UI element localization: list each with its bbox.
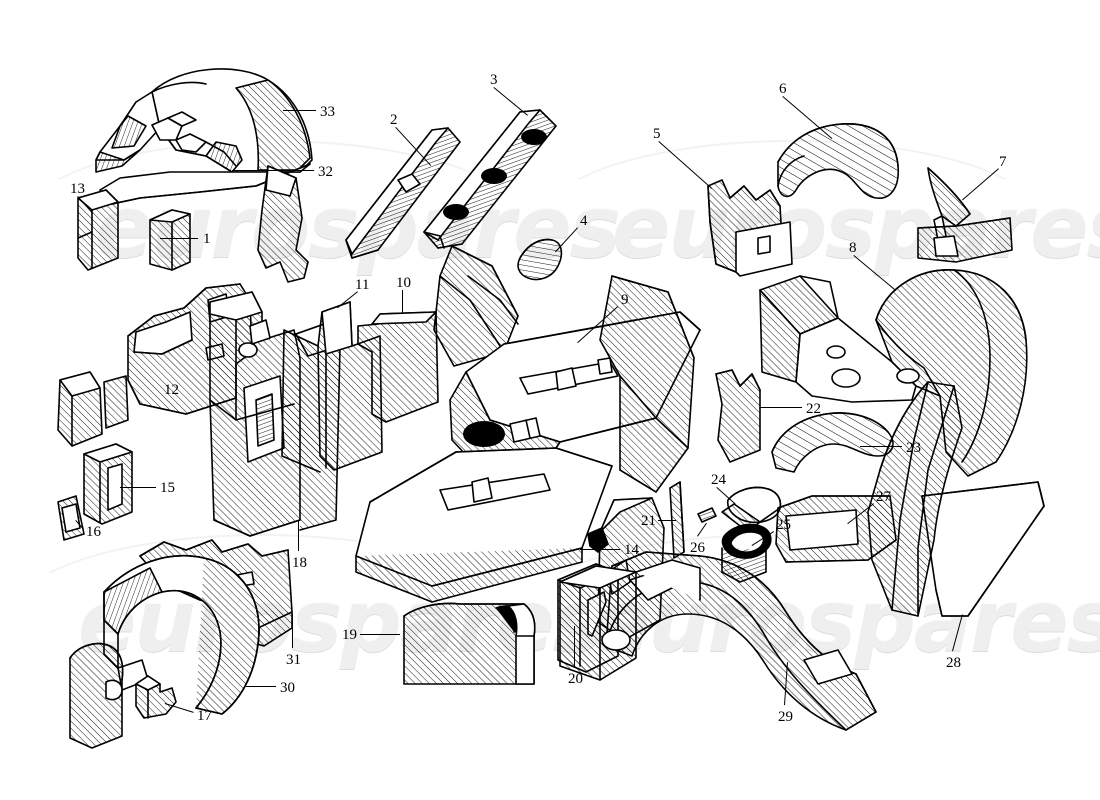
part-27-folded-panel — [775, 495, 897, 563]
callout-number-7: 7 — [999, 154, 1007, 170]
callout-leader-line — [580, 549, 620, 550]
callout-number-13: 13 — [70, 181, 85, 197]
callout-leader-line — [246, 686, 276, 687]
callout-leader-line — [120, 487, 156, 488]
part-10-mat — [357, 311, 439, 423]
callout-leader-line — [658, 520, 676, 521]
part-19-rolled-mat — [403, 602, 536, 685]
callout-number-18: 18 — [292, 555, 307, 571]
callout-number-6: 6 — [779, 81, 787, 97]
part-25-grommet — [721, 523, 772, 583]
callout-leader-line — [760, 407, 802, 408]
part-2-rail — [345, 127, 461, 259]
callout-number-14: 14 — [624, 542, 639, 558]
callout-number-5: 5 — [653, 126, 661, 142]
callout-number-24: 24 — [711, 472, 726, 488]
callout-leader-line — [292, 614, 293, 648]
part-33-wheelarch-liner — [95, 68, 313, 173]
callout-number-15: 15 — [160, 480, 175, 496]
callout-number-30: 30 — [280, 680, 295, 696]
callout-number-26: 26 — [690, 540, 705, 556]
part-7-blade — [917, 167, 1013, 263]
callout-number-19: 19 — [342, 627, 357, 643]
callout-leader-line — [360, 634, 400, 635]
part-13-cap-upper — [77, 189, 119, 271]
part-23-curved-pad — [771, 412, 894, 473]
callout-number-28: 28 — [946, 655, 961, 671]
part-17-clip — [135, 675, 177, 719]
part-30-arch-liner — [103, 554, 260, 715]
callout-number-20: 20 — [568, 671, 583, 687]
callout-leader-line — [402, 290, 403, 313]
part-21-blade — [669, 481, 685, 559]
part-5-panel-with-slot — [707, 179, 793, 277]
part-28-sill-trim — [867, 381, 1045, 617]
callout-number-22: 22 — [806, 401, 821, 417]
part-1-bracket — [149, 209, 191, 271]
part-15-pad — [83, 443, 133, 525]
part-22-panel — [715, 369, 761, 463]
callout-leader-line — [298, 520, 299, 551]
callout-number-9: 9 — [621, 292, 629, 308]
part-9-floor-pan — [355, 245, 701, 641]
callout-number-12: 12 — [164, 382, 179, 398]
callout-leader-line — [232, 170, 314, 171]
callout-number-31: 31 — [286, 652, 301, 668]
callout-number-32: 32 — [318, 164, 333, 180]
callout-number-8: 8 — [849, 240, 857, 256]
callout-number-10: 10 — [396, 275, 411, 291]
part-16-strip — [57, 495, 85, 541]
callout-number-17: 17 — [197, 708, 212, 724]
callout-leader-line — [283, 110, 316, 111]
callout-number-29: 29 — [778, 709, 793, 725]
part-4-tube — [517, 238, 563, 281]
callout-leader-line — [160, 238, 198, 239]
callout-number-23: 23 — [906, 440, 921, 456]
callout-number-21: 21 — [641, 513, 656, 529]
callout-number-1: 1 — [203, 231, 211, 247]
callout-number-11: 11 — [355, 277, 370, 293]
part-6-duct — [777, 123, 900, 199]
callout-number-3: 3 — [490, 72, 498, 88]
callout-number-2: 2 — [390, 112, 398, 128]
callout-number-4: 4 — [580, 213, 588, 229]
callout-number-25: 25 — [776, 517, 791, 533]
callout-leader-line — [574, 626, 575, 668]
part-14-hook — [587, 527, 609, 553]
callout-number-16: 16 — [86, 524, 101, 540]
callout-number-33: 33 — [320, 104, 335, 120]
part-8-rear-wheelarch — [759, 269, 1028, 477]
part-29-wavy-panel — [559, 551, 877, 731]
callout-leader-line — [860, 446, 902, 447]
part-26-pin — [697, 507, 717, 523]
part-3-perforated-rail — [423, 109, 557, 249]
part-13-cap-lower — [69, 642, 124, 749]
part-32-notched-panel — [257, 165, 309, 283]
callout-number-27: 27 — [876, 489, 891, 505]
